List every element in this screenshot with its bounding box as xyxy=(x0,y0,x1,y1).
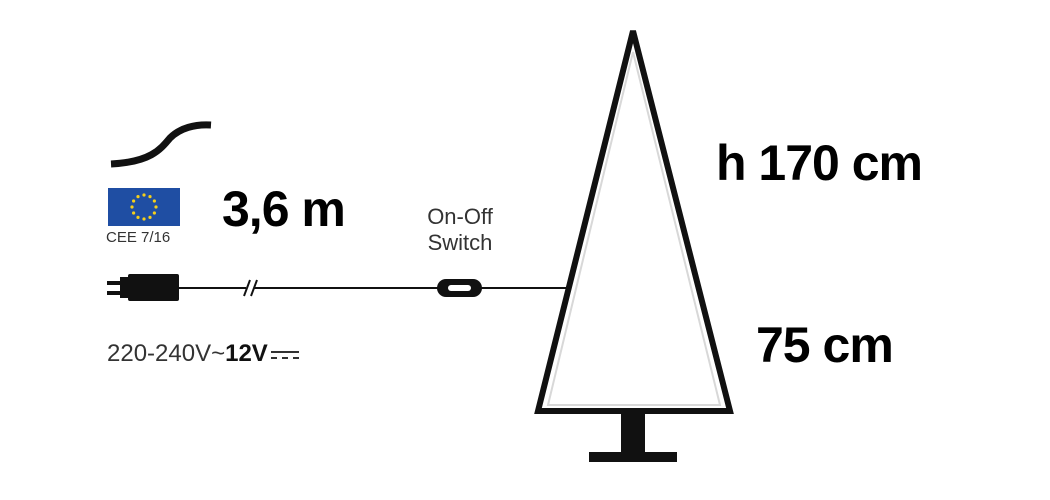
input-voltage: 220-240V~ xyxy=(107,340,226,367)
switch-icon xyxy=(437,279,482,297)
eu-star-icon xyxy=(136,215,140,219)
eu-star-icon xyxy=(142,217,146,221)
eu-star-icon xyxy=(152,211,156,215)
eu-star-icon xyxy=(136,195,140,199)
eu-star-icon xyxy=(148,195,152,199)
tree-height-label: h 170 cm xyxy=(716,135,923,191)
eu-star-icon xyxy=(132,199,136,203)
voltage-rating: 220-240V~12V xyxy=(107,340,300,368)
cable-break-mark xyxy=(243,279,258,297)
output-voltage: 12V xyxy=(225,340,268,367)
switch-label-line-2: Switch xyxy=(427,230,493,255)
eu-star-icon xyxy=(132,211,136,215)
plug-icon xyxy=(107,274,179,301)
tree-width-label: 75 cm xyxy=(756,317,894,373)
eu-flag-icon xyxy=(108,188,180,226)
switch-label-line-1: On-Off xyxy=(427,204,493,229)
eu-star-icon xyxy=(152,199,156,203)
eu-star-icon xyxy=(130,205,134,209)
eu-star-icon xyxy=(148,215,152,219)
eu-star-icon xyxy=(142,193,146,197)
dc-symbol-icon xyxy=(270,350,299,359)
eu-star-icon xyxy=(154,205,158,209)
cable-curve-icon xyxy=(110,121,212,168)
plug-standard-label: CEE 7/16 xyxy=(106,229,171,246)
tree-stand xyxy=(589,410,677,462)
switch-label: On-Off Switch xyxy=(410,204,510,256)
cable-length-label: 3,6 m xyxy=(222,181,346,237)
tree-outline-icon xyxy=(534,30,734,414)
